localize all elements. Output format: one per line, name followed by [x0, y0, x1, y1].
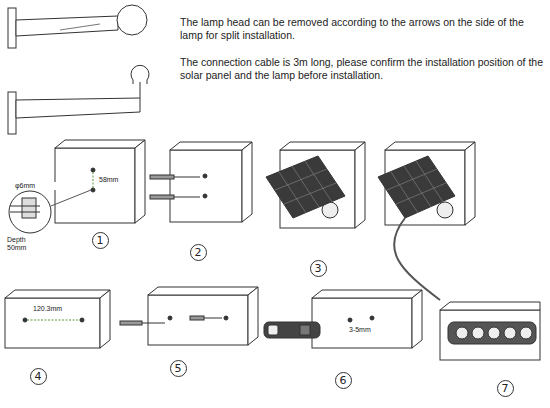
callout-number: 7 — [502, 383, 509, 394]
callout-circle: 4 — [30, 368, 47, 385]
callout-number: 3 — [315, 263, 322, 274]
dimension-label: Depth 50mm — [6, 236, 34, 251]
dimension-label: 120.3mm — [32, 305, 74, 313]
dimension-label: φ6mm — [14, 182, 56, 190]
solar-panel — [266, 156, 345, 218]
lamp-ring — [131, 65, 149, 80]
connection-cable — [394, 218, 440, 300]
dimension-label: 3-5mm — [348, 326, 380, 334]
callout-number: 2 — [195, 247, 202, 258]
detail-inset — [9, 191, 51, 233]
wall-plate — [8, 92, 16, 134]
wall-plate — [8, 8, 16, 48]
callout-circle: 2 — [190, 244, 207, 261]
bracket-arm — [16, 16, 118, 36]
lamp-ring — [117, 5, 147, 35]
callout-number: 5 — [175, 363, 182, 374]
instruction-note: The lamp head can be removed according t… — [180, 16, 545, 42]
callout-circle: 5 — [170, 360, 187, 377]
callout-number: 1 — [97, 235, 104, 246]
bracket-arm — [16, 98, 140, 118]
callout-number: 4 — [35, 371, 42, 382]
lamp-head — [448, 322, 536, 344]
callout-circle: 1 — [92, 232, 109, 249]
dimension-label: 58mm — [98, 176, 130, 184]
callout-number: 6 — [340, 375, 347, 386]
lamp-head — [264, 322, 320, 338]
callout-circle: 7 — [497, 380, 514, 397]
instruction-note: The connection cable is 3m long, please … — [180, 56, 545, 82]
solar-panel — [378, 156, 455, 218]
callout-circle: 6 — [335, 372, 352, 389]
callout-circle: 3 — [310, 260, 327, 277]
